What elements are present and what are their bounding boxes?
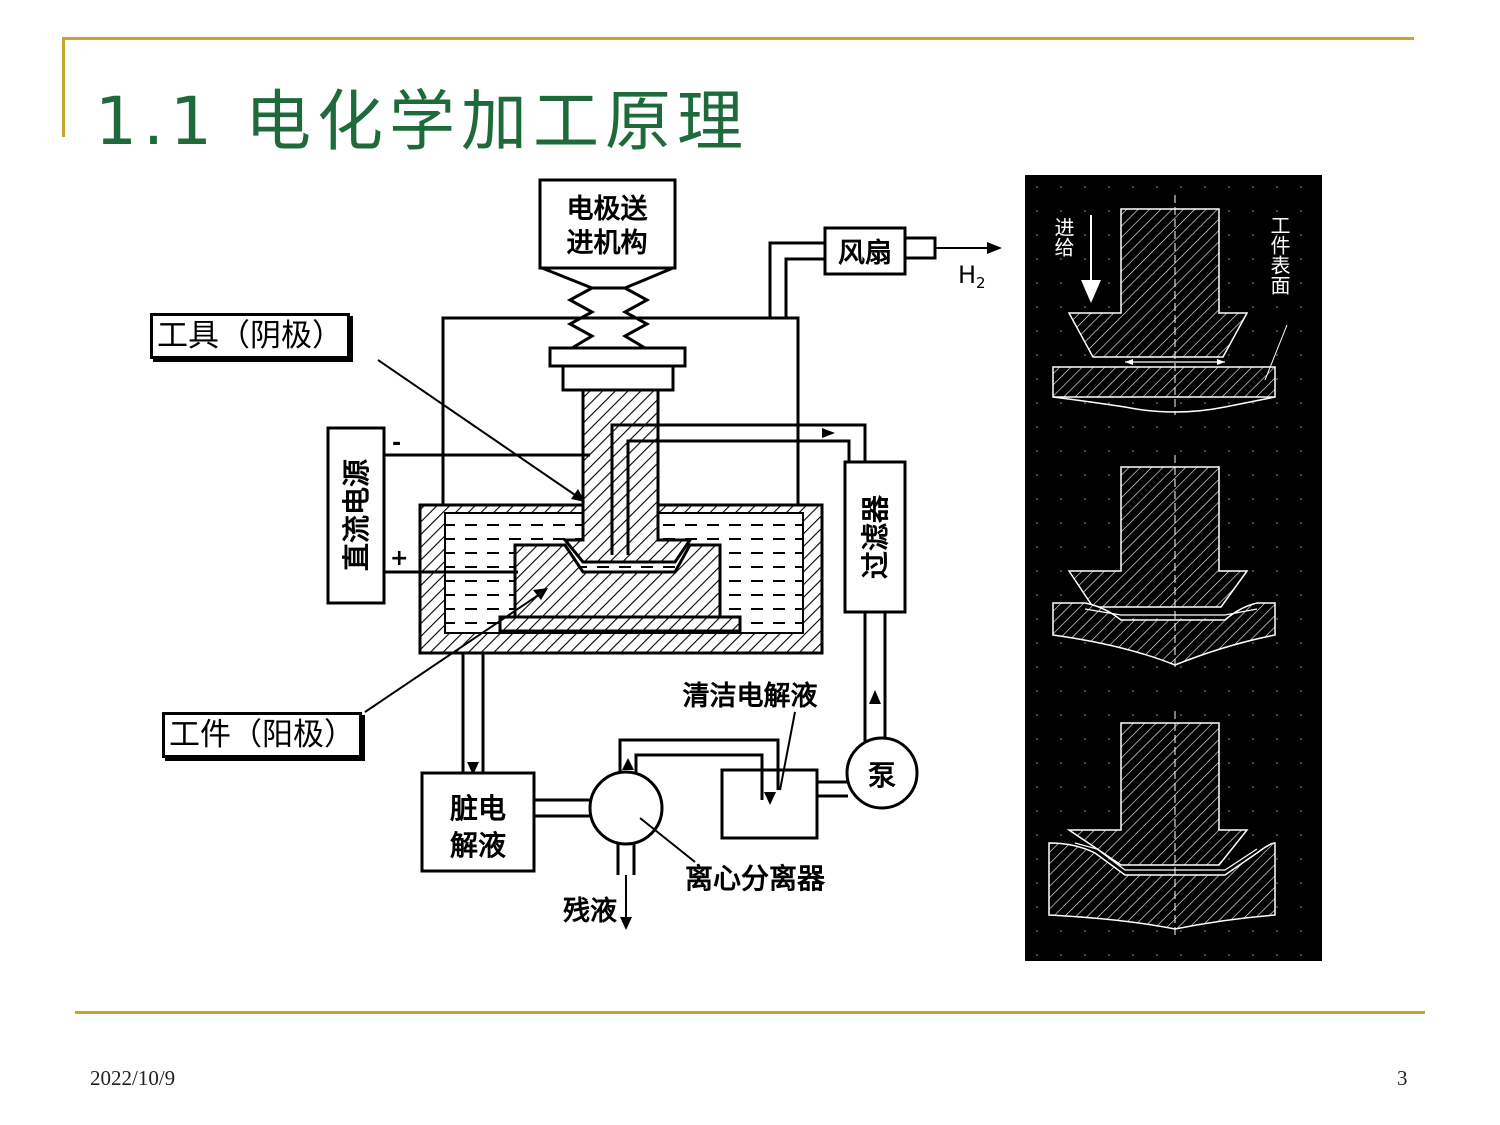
pump-circle [845, 736, 919, 810]
h2-exhaust-arrow [987, 242, 1002, 254]
machining-stages-diagram: 进给 工件表面 [1025, 175, 1322, 961]
dirty-electrolyte-label-2: 解液 [450, 829, 506, 862]
tool-cathode-callout: 工具（阴极） [150, 313, 350, 359]
fan-box [823, 226, 907, 276]
title-left-rule [62, 37, 65, 137]
dirty-electrolyte-label-1: 脏电 [450, 792, 506, 825]
fan-label: 风扇 [838, 237, 892, 269]
centrifuge-circle [588, 770, 664, 846]
dc-power-label: 直流电源 [340, 459, 373, 571]
filter-box [843, 460, 907, 614]
feed-label: 进给 [1051, 217, 1075, 257]
minus-sign: - [392, 431, 401, 456]
workpiece-anode-callout: 工件（阳极） [162, 712, 362, 758]
h2-label: H2 [958, 261, 986, 292]
feed-mechanism-box [538, 178, 677, 270]
clean-electrolyte-label: 清洁电解液 [683, 681, 818, 712]
pump-label: 泵 [868, 759, 896, 792]
feed-mechanism-label-1: 电极送 [567, 194, 648, 225]
footer-date: 2022/10/9 [90, 1066, 176, 1090]
dirty-electrolyte-box [420, 771, 536, 873]
stage-3 [1048, 711, 1276, 935]
page-number: 3 [1397, 1066, 1408, 1090]
residue-label: 残液 [563, 896, 617, 927]
plus-sign: + [390, 546, 408, 571]
footer-rule [75, 1011, 1425, 1014]
slide-title: 1.1 电化学加工原理 [95, 83, 749, 160]
surface-label: 工件表面 [1267, 215, 1291, 295]
ecm-system-diagram: 电极送 进机构 风扇 H2 直流电源 - + 过滤器 泵 清洁电解液 [326, 178, 1002, 930]
feed-mechanism-label-2: 进机构 [567, 228, 648, 259]
clean-electrolyte-tank [720, 768, 819, 840]
centrifuge-label: 离心分离器 [685, 862, 826, 895]
title-top-rule [62, 37, 1414, 40]
stage-1 [1052, 195, 1288, 415]
dc-power-box [326, 426, 386, 605]
filter-label: 过滤器 [859, 494, 892, 579]
stage-2 [1052, 455, 1276, 671]
